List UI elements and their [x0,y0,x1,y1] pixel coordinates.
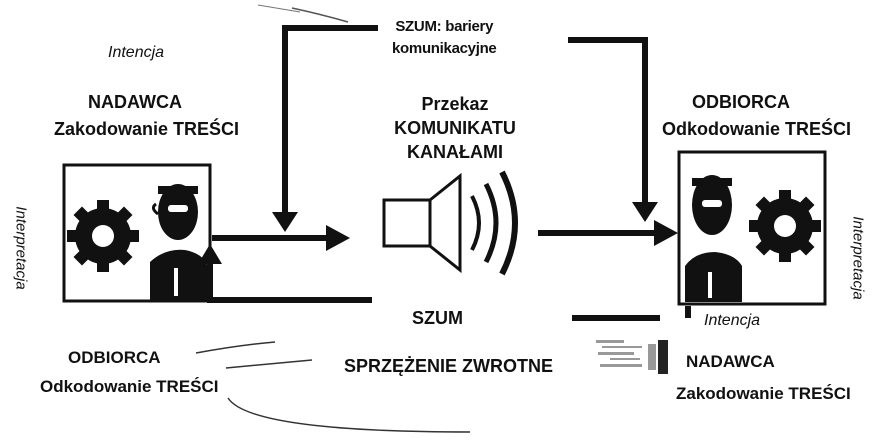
feedback-arrow-right [572,306,691,321]
feedback-left-title: ODBIORCA [68,348,161,367]
channel-line3: KANAŁAMI [407,142,503,162]
receiver-title: ODBIORCA [692,92,790,112]
sender-action: Zakodowanie TREŚCI [54,119,240,139]
receiver-box [677,150,827,306]
noise-arrow-right [568,37,658,222]
scribble-line [225,359,313,369]
noise-smudge [596,340,668,374]
receiver-action: Odkodowanie TREŚCI [662,119,852,139]
feedback-right-intention: Intencja [704,312,761,329]
scribble-line [291,7,349,23]
receiver-side-label: Interpretacja [849,216,867,300]
feedback-right-action: Zakodowanie TREŚCI [676,384,851,403]
top-noise-line1: SZUM: bariery [395,18,494,35]
person-icon [150,184,208,300]
feedback-noise-label: SZUM [412,308,463,328]
channel-line2: KOMUNIKATU [394,118,516,138]
scribble-line [227,397,471,433]
top-noise-label: SZUM: bariery komunikacyjne [392,16,497,60]
speaker-icon [382,170,518,276]
top-noise-line2: komunikacyjne [392,40,497,57]
noise-arrow-left [272,25,378,232]
sender-box [62,163,212,303]
gear-icon [67,200,139,272]
person-icon [685,175,742,302]
feedback-label: SPRZĘŻENIE ZWROTNE [344,356,554,376]
sender-side-label: Interpretacja [12,206,30,290]
scribble-line [195,341,276,354]
feedback-left-action: Odkodowanie TREŚCI [40,377,219,396]
channel-label: Przekaz KOMUNIKATU KANAŁAMI [380,92,530,164]
sender-intention: Intencja [108,44,165,61]
message-arrow-right [538,220,678,246]
channel-line1: Przekaz [421,94,489,114]
message-arrow-left [212,225,350,251]
scribble-line [257,4,301,13]
sender-title: NADAWCA [88,92,182,112]
feedback-right-title: NADAWCA [686,352,775,371]
gear-icon [749,190,821,262]
feedback-arrow-left [198,244,372,303]
